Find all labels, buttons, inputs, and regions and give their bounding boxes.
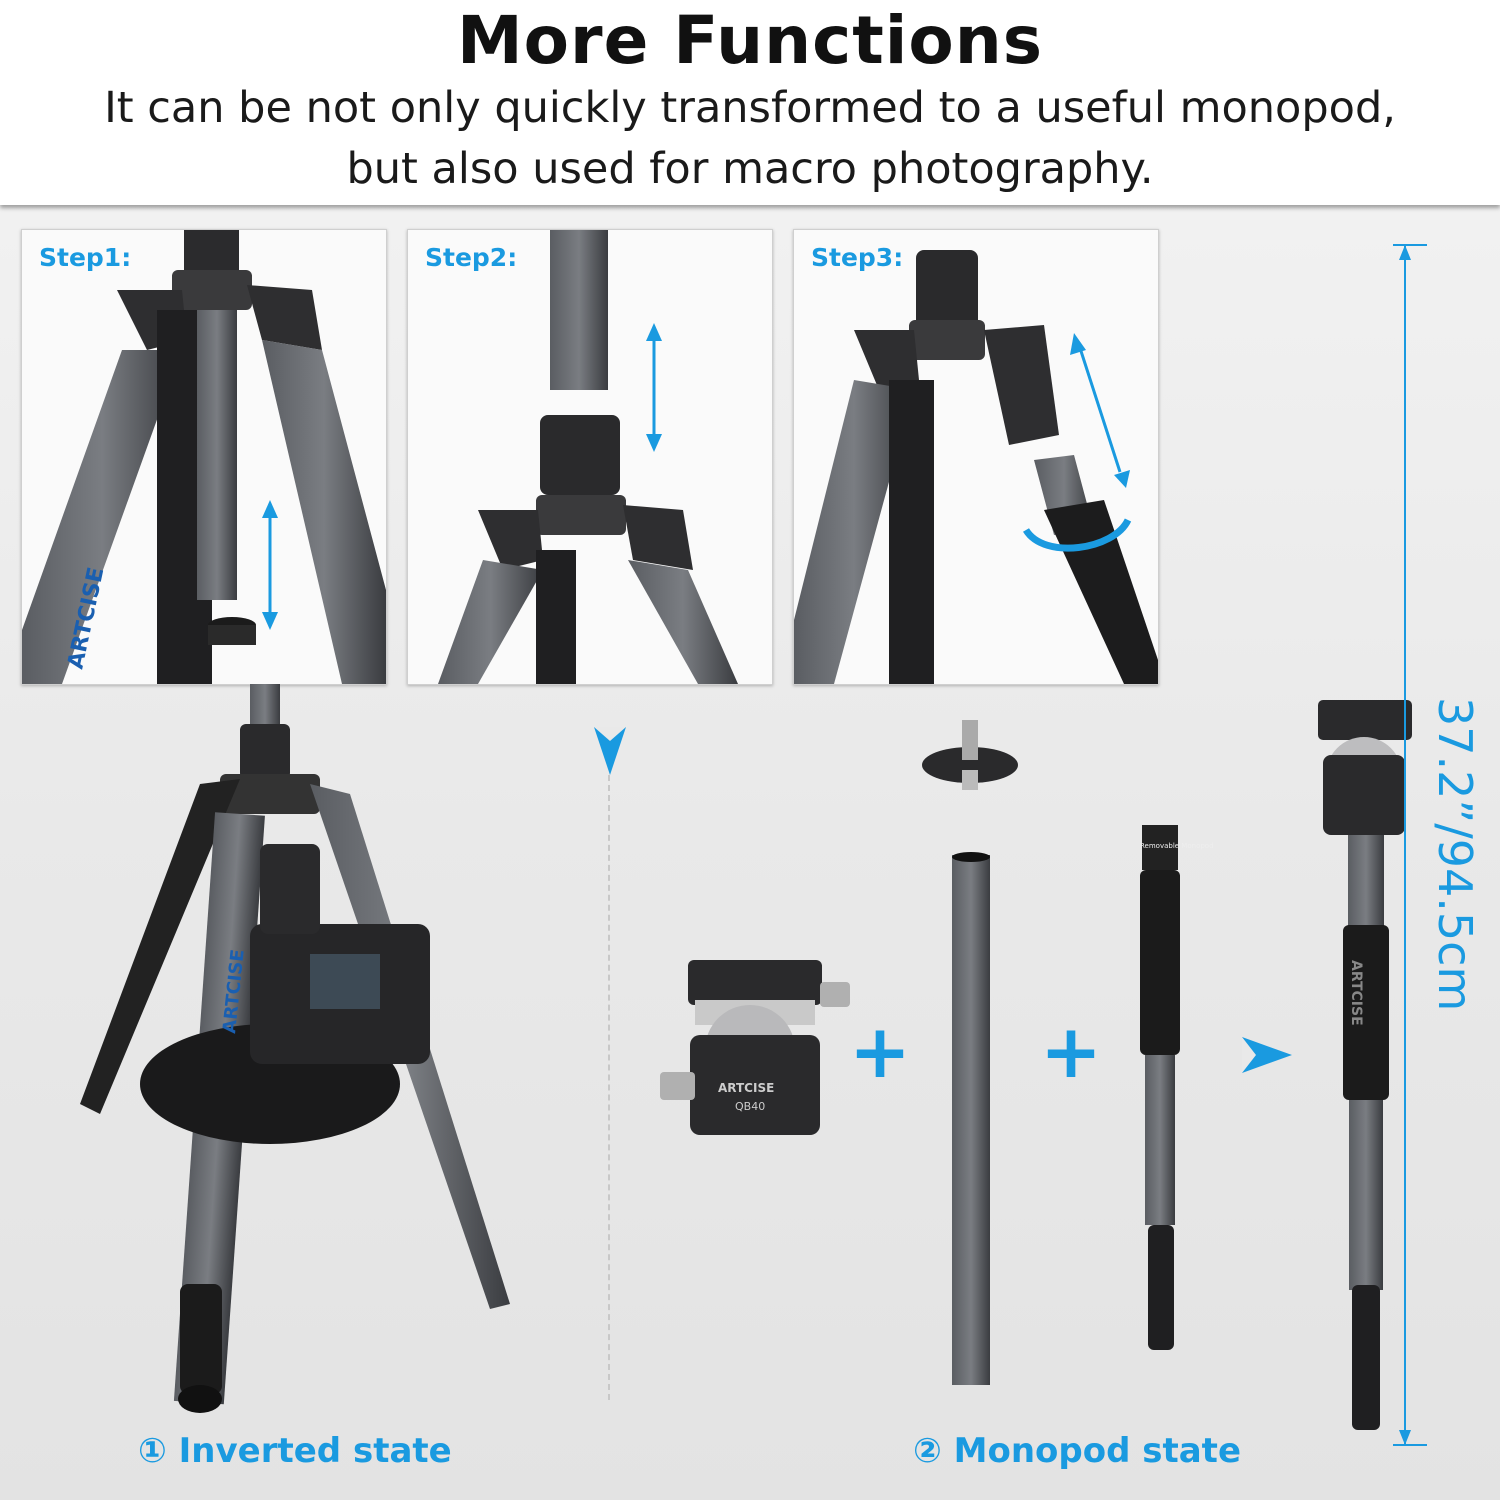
step1-label: Step1: — [39, 243, 132, 272]
step1-tripod-illustration: ARTCISE — [22, 230, 386, 684]
down-triangle-icon — [594, 727, 626, 775]
section-divider — [608, 775, 610, 1400]
caption-monopod-state: ② Monopod state — [913, 1431, 1241, 1471]
step1-panel: ARTCISE Step1: — [21, 229, 387, 685]
height-measurement-text: 37.2”/94.5cm — [1428, 697, 1482, 1012]
right-triangle-icon — [1242, 1037, 1292, 1073]
caption-inverted-state: ① Inverted state — [138, 1431, 452, 1471]
inverted-tripod-illustration: ARTCISE — [80, 684, 510, 1413]
double-arrow-icon — [262, 500, 278, 630]
monopod-tag-text: Removable Monopod — [1140, 842, 1214, 850]
step3-panel: Step3: — [793, 229, 1159, 685]
header-banner: More Functions It can be not only quickl… — [0, 0, 1500, 205]
plus-sign-1: + — [849, 1009, 912, 1095]
height-dimension-line — [1393, 244, 1427, 1446]
double-arrow-icon — [646, 323, 662, 452]
subtitle-line-2: but also used for macro photography. — [346, 144, 1154, 194]
monopod-brand-text: ARTCISE — [1348, 960, 1364, 1026]
step3-tripod-illustration — [794, 250, 1158, 684]
monopod-components-stage: ARTCISE QB40 Removable Monopod ARTCISE — [640, 700, 1420, 1450]
step2-panel: Step2: — [407, 229, 773, 685]
double-arrow-icon — [1070, 333, 1130, 488]
head-brand-text: ARTCISE — [718, 1081, 774, 1095]
head-model-text: QB40 — [735, 1100, 765, 1113]
inverted-tripod-stage: ARTCISE — [60, 684, 600, 1424]
height-measurement: 37.2”/94.5cm — [1420, 697, 1490, 1012]
step3-label: Step3: — [811, 243, 904, 272]
monopod-components-illustration: ARTCISE QB40 Removable Monopod ARTCISE — [660, 700, 1412, 1430]
rotate-arrow-icon — [1023, 518, 1132, 552]
subtitle-line-1: It can be not only quickly transformed t… — [104, 83, 1396, 133]
step2-label: Step2: — [425, 243, 518, 272]
page-title: More Functions — [457, 2, 1043, 79]
plus-sign-2: + — [1040, 1009, 1103, 1095]
step2-tripod-illustration — [438, 230, 738, 684]
